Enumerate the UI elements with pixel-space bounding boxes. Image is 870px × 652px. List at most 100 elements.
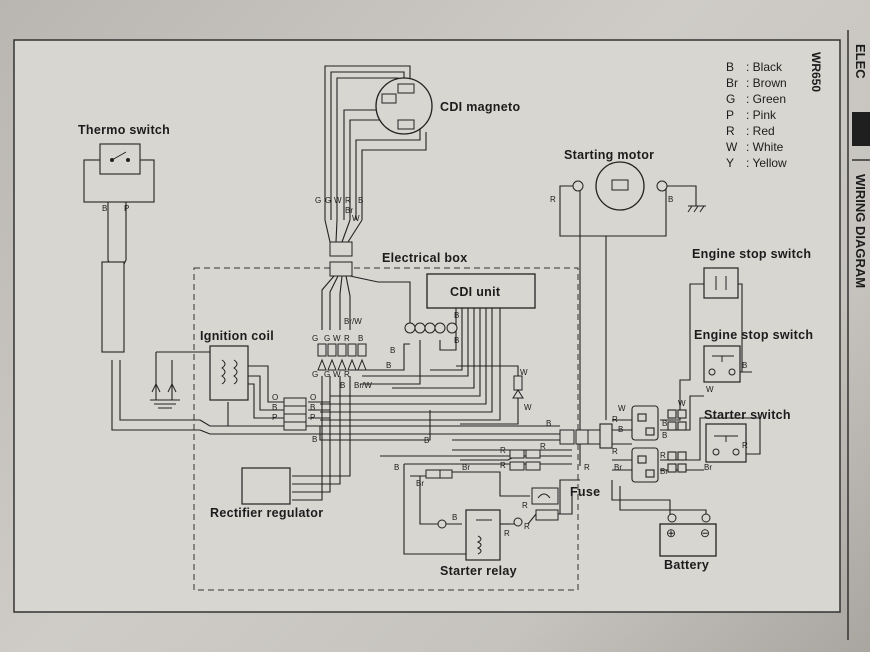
wire-code: R	[344, 370, 350, 379]
legend-code: Br	[726, 76, 738, 90]
wire-code: G	[324, 370, 330, 379]
legend-code: W	[726, 140, 738, 154]
color-legend: B : Black Br : Brown G : Green P : Pink …	[726, 60, 787, 170]
wire-code: O	[310, 393, 316, 402]
wire-code: G	[312, 334, 318, 343]
wire-code: W	[524, 403, 532, 412]
wire-code: B	[358, 196, 363, 205]
legend-name: : Yellow	[746, 156, 787, 170]
wire-code: B	[390, 346, 395, 355]
wire-code: B	[742, 361, 747, 370]
wire-code: G	[312, 370, 318, 379]
starter-switch	[705, 423, 747, 463]
wire-code: R	[500, 446, 506, 455]
magneto-connector	[329, 241, 353, 277]
wire-code: G	[324, 334, 330, 343]
battery-positive-terminal: ⊕	[666, 526, 676, 540]
wire-code: B	[546, 419, 551, 428]
box-connectors	[425, 429, 589, 521]
legend-name: : Black	[746, 60, 783, 74]
wire-code: B	[424, 436, 429, 445]
legend-name: : White	[746, 140, 784, 154]
legend-code: Y	[726, 156, 734, 170]
legend-code: P	[726, 108, 734, 122]
battery-label: Battery	[664, 558, 709, 572]
wire-code: Br	[660, 467, 668, 476]
wire-code: O	[272, 393, 278, 402]
fuse	[531, 487, 559, 505]
wire-code: W	[618, 404, 626, 413]
ignition-coil	[209, 345, 249, 401]
cdi-magneto	[375, 77, 433, 135]
wire-code: Br	[614, 463, 622, 472]
wire-code: B	[272, 403, 277, 412]
wire-code: W	[333, 370, 341, 379]
wire-code: P	[124, 204, 129, 213]
diode	[512, 375, 524, 399]
wire-code: R	[742, 441, 748, 450]
model-code: WR650	[809, 52, 823, 92]
section-tab-marker	[852, 112, 870, 146]
wire-code: Br/W	[354, 381, 372, 390]
wire-code: R	[660, 451, 666, 460]
starting-motor-label: Starting motor	[564, 148, 654, 162]
wire-code: R	[524, 522, 530, 531]
electrical-box-outline	[193, 267, 579, 591]
cdi-unit-label: CDI unit	[450, 285, 501, 299]
wire-code: B	[358, 334, 363, 343]
legend-name: : Pink	[746, 108, 777, 122]
wire-codes: G G W R B Br W Br/W G G W R B G G W R B …	[102, 195, 748, 538]
section-title: WIRING DIAGRAM	[853, 174, 868, 288]
ignition-coil-label: Ignition coil	[200, 329, 274, 343]
wire-code: B	[662, 419, 667, 428]
wire-code: Br/W	[344, 317, 362, 326]
legend-code: G	[726, 92, 735, 106]
starting-motor	[572, 161, 706, 213]
wire-code: W	[520, 368, 528, 377]
legend-name: : Green	[746, 92, 786, 106]
wire-code: B	[312, 435, 317, 444]
wire-code: B	[454, 336, 459, 345]
ground-symbol	[150, 382, 180, 409]
engine-stop-switch-1-label: Engine stop switch	[692, 247, 811, 261]
wire-code: R	[550, 195, 556, 204]
wire-code: P	[310, 413, 315, 422]
battery	[659, 513, 717, 557]
wire-code: W	[678, 399, 686, 408]
wire-code: B	[310, 403, 315, 412]
legend-name: : Red	[746, 124, 775, 138]
wire-code: B	[662, 431, 667, 440]
wire-code: R	[612, 415, 618, 424]
wire-code: R	[540, 442, 546, 451]
engine-stop-switch-1	[703, 267, 739, 299]
wire-code: W	[333, 334, 341, 343]
connector-array	[317, 343, 367, 371]
wire-code: R	[345, 196, 351, 205]
wire-code: R	[522, 501, 528, 510]
cdi-magneto-label: CDI magneto	[440, 100, 520, 114]
wire-code: R	[504, 529, 510, 538]
engine-stop-switch-2-label: Engine stop switch	[694, 328, 813, 342]
wire-code: W	[706, 385, 714, 394]
wire-code: P	[272, 413, 277, 422]
terminal-block	[404, 322, 458, 334]
starter-relay	[437, 509, 523, 561]
wire-code: B	[454, 311, 459, 320]
battery-negative-terminal: ⊖	[700, 526, 710, 540]
wire-code: R	[612, 447, 618, 456]
cdi-unit	[426, 273, 536, 309]
fuse-label: Fuse	[570, 485, 600, 499]
thermo-switch	[83, 143, 155, 353]
starter-relay-label: Starter relay	[440, 564, 517, 578]
rectifier-regulator	[241, 467, 291, 505]
electrical-box-label: Electrical box	[382, 251, 468, 265]
wire-code: B	[452, 513, 457, 522]
wire-code: G	[315, 196, 321, 205]
rectifier-regulator-label: Rectifier regulator	[210, 506, 323, 520]
wire-code: B	[668, 195, 673, 204]
coil-connectors	[283, 397, 307, 431]
wire-code: B	[394, 463, 399, 472]
thermo-switch-label: Thermo switch	[78, 123, 170, 137]
